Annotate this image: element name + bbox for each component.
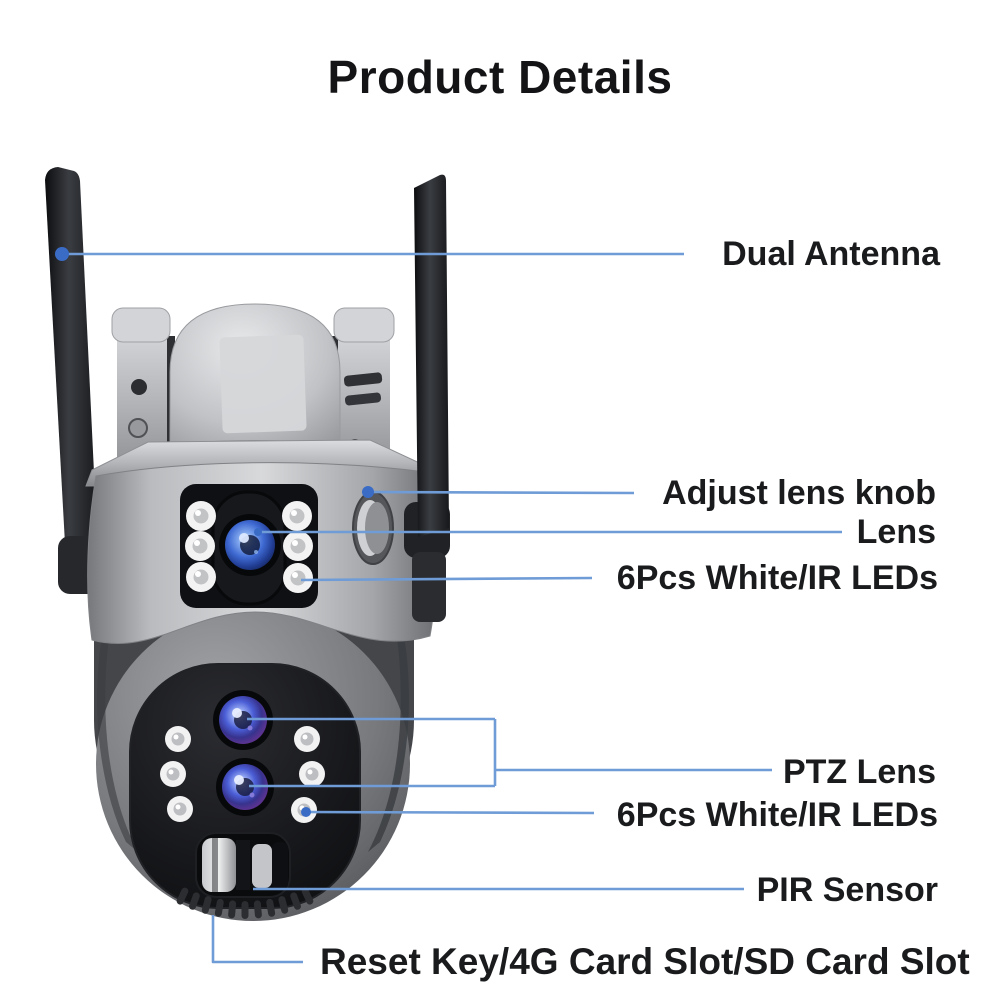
callout-line-leds-bottom <box>305 810 595 815</box>
callout-line-ptz-bracket <box>247 717 772 788</box>
callout-line-leds-top <box>300 576 593 582</box>
callout-label-pir-sensor: PIR Sensor <box>756 871 938 909</box>
callout-label-leds-bottom: 6Pcs White/IR LEDs <box>616 796 938 834</box>
callout-label-reset-card-slots: Reset Key/4G Card Slot/SD Card Slot <box>320 941 970 982</box>
pir-sensor-icon <box>195 832 291 898</box>
top-dome <box>163 303 347 460</box>
callout-line-reset <box>211 915 303 964</box>
antenna-right-icon <box>404 174 450 622</box>
callout-lines <box>55 247 842 964</box>
callout-dot-leds-bottom <box>301 807 311 817</box>
lens-icon <box>219 514 281 576</box>
callout-label-ptz-lens: PTZ Lens <box>782 753 936 791</box>
white-ir-leds-top-icon <box>185 501 313 593</box>
callout-dot-dual-antenna <box>55 247 69 261</box>
callout-label-dual-antenna: Dual Antenna <box>722 235 940 273</box>
callout-label-adjust-lens-knob: Adjust lens knob <box>662 474 936 512</box>
callout-label-leds-top: 6Pcs White/IR LEDs <box>616 559 938 597</box>
front-camera-module <box>180 484 318 608</box>
ptz-lens-upper-icon <box>213 690 273 750</box>
ptz-lens-lower-icon <box>216 758 274 816</box>
callout-line-adjust-lens-knob <box>367 490 635 495</box>
page-title: Product Details <box>327 51 673 103</box>
adjust-lens-knob-icon <box>352 491 394 565</box>
callout-dot-adjust-lens-knob <box>362 486 374 498</box>
bottom-grille-icon <box>176 887 314 919</box>
callout-dot-lens <box>254 528 262 536</box>
callout-label-lens: Lens <box>856 513 936 551</box>
